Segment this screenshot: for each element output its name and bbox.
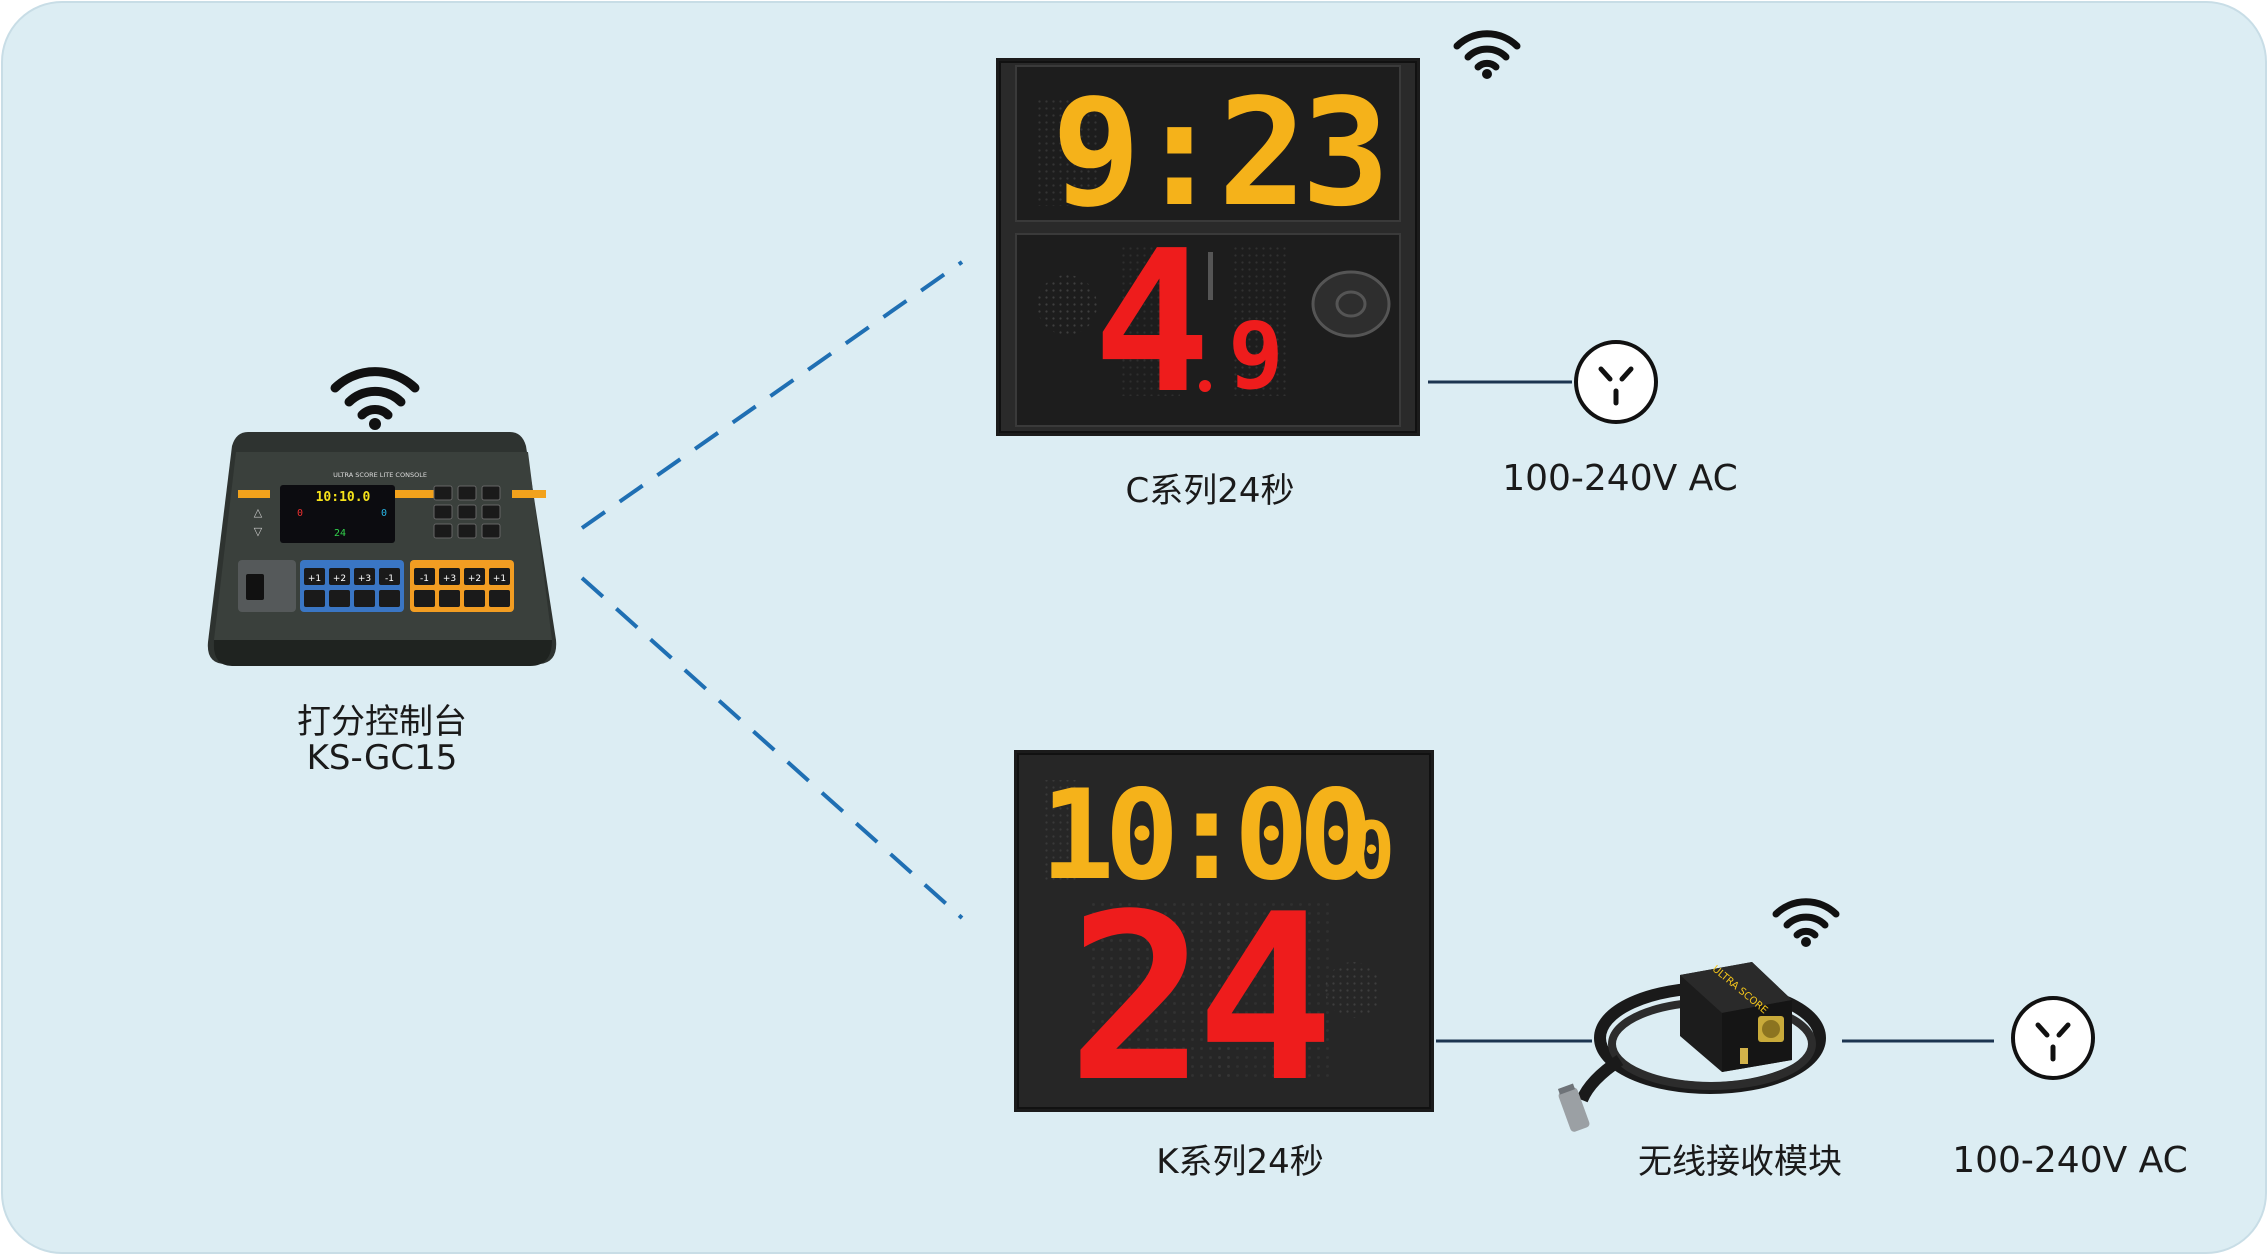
console-screen-right-score: 0 <box>381 508 387 519</box>
svg-text:△: △ <box>254 507 263 519</box>
c-series-game-time: 9:23 <box>1052 67 1384 239</box>
console-model-label: KS-GC15 <box>306 738 458 778</box>
console-blue-lower-key[interactable] <box>329 590 350 607</box>
console-blue-lower-key[interactable] <box>354 590 375 607</box>
wifi-icon <box>330 367 420 430</box>
console-screen-left-score: 0 <box>297 508 303 519</box>
power-outlet-icon <box>2011 996 2095 1080</box>
console-name-label: 打分控制台 <box>297 702 467 742</box>
console-screen-shot: 24 <box>334 528 346 539</box>
wireless-link-to-k-series <box>580 576 964 920</box>
console-blue-key-label: -1 <box>385 574 394 584</box>
k-series-shot-clock: 10:00 0 24 <box>1014 750 1434 1133</box>
receiver-label: 无线接收模块 <box>1638 1142 1842 1182</box>
console-screen <box>280 485 395 543</box>
console-blue-key[interactable] <box>354 568 375 585</box>
svg-text:▽: ▽ <box>254 526 263 538</box>
receiver-power-label: 100-240V AC <box>1952 1140 2188 1181</box>
wifi-icon <box>1453 30 1521 79</box>
c-series-speaker <box>1037 275 1097 335</box>
console-orange-key-label: +3 <box>443 574 456 584</box>
c-series-shot-clock: 9:23 4 9 <box>996 30 1521 437</box>
console-right-keypad <box>433 485 501 539</box>
console-orange-lower-key[interactable] <box>439 590 460 607</box>
c-series-label: C系列24秒 <box>1125 471 1295 511</box>
console-brand-strip: ULTRA SCORE LITE CONSOLE <box>333 471 427 479</box>
console-orange-key[interactable] <box>439 568 460 585</box>
console-orange-key[interactable] <box>414 568 435 585</box>
console-blue-keygroup <box>300 560 404 612</box>
console-orange-lower-key[interactable] <box>414 590 435 607</box>
console-orange-key-label: -1 <box>420 574 429 584</box>
console-orange-key-label: +1 <box>493 574 506 584</box>
console-orange-key[interactable] <box>489 568 510 585</box>
console-blue-key-label: +1 <box>308 574 321 584</box>
console-blue-lower-key[interactable] <box>304 590 325 607</box>
console-orange-keygroup <box>410 560 514 612</box>
console-orange-lower-key[interactable] <box>489 590 510 607</box>
console-orange-keys: -1 +3 +2 +1 <box>414 568 510 607</box>
c-series-power-label: 100-240V AC <box>1502 458 1738 499</box>
console-blue-key[interactable] <box>304 568 325 585</box>
console-blue-key[interactable] <box>329 568 350 585</box>
scoring-console: ULTRA SCORE LITE CONSOLE 10:10.0 24 0 0 … <box>207 367 557 666</box>
console-orange-key[interactable] <box>464 568 485 585</box>
console-orange-key-label: +2 <box>468 574 481 584</box>
console-blue-key-label: +3 <box>358 574 371 584</box>
wireless-link-to-c-series <box>580 260 964 530</box>
console-blue-lower-key[interactable] <box>379 590 400 607</box>
k-series-shot-clock-value: 24 <box>1068 866 1325 1133</box>
console-blue-key[interactable] <box>379 568 400 585</box>
c-series-shot-tenth: 9 <box>1228 303 1283 410</box>
console-blue-keys: +1 +2 +3 -1 <box>304 568 400 607</box>
wireless-receiver-module: ULTRA SCORE <box>1557 898 1840 1132</box>
c-series-shot-main: 4 <box>1093 209 1211 437</box>
power-outlet-icon <box>1574 340 1658 424</box>
k-series-game-tenth: 0 <box>1348 807 1395 897</box>
console-blue-key-label: +2 <box>333 574 346 584</box>
wifi-icon <box>1772 898 1840 947</box>
c-series-sensor <box>1311 270 1391 338</box>
k-series-label: K系列24秒 <box>1156 1142 1324 1182</box>
k-series-speaker <box>1325 962 1381 1018</box>
console-orange-lower-key[interactable] <box>464 590 485 607</box>
k-series-game-time: 10:00 <box>1040 764 1367 908</box>
console-screen-time: 10:10.0 <box>316 490 371 505</box>
